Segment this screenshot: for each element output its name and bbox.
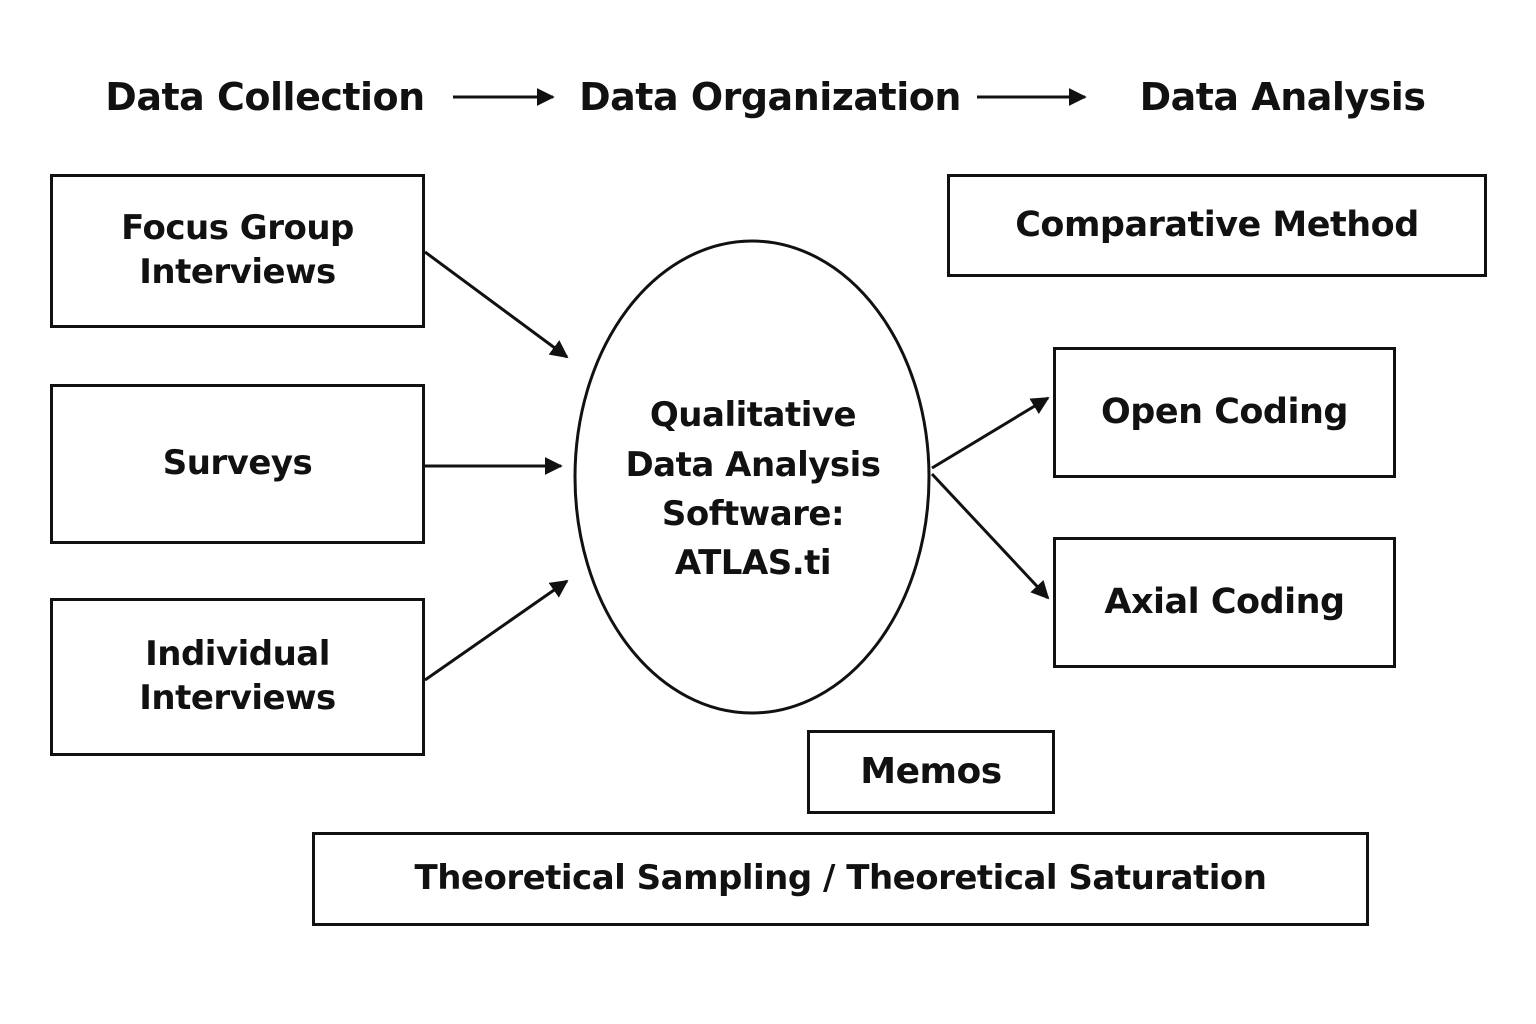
- open-coding-box: Open Coding: [1053, 347, 1396, 478]
- stage-data-organization: Data Organization: [579, 75, 961, 119]
- atlas-ti-label: Qualitative Data Analysis Software: ATLA…: [600, 390, 906, 590]
- arrow-software-to-axial-coding: [930, 472, 1050, 600]
- arrow-focus-group-to-software: [424, 250, 569, 359]
- focus-group-line-2: Interviews: [139, 252, 336, 292]
- focus-group-interviews-box: Focus Group Interviews: [50, 174, 425, 328]
- center-line-2: Data Analysis: [625, 444, 881, 485]
- comparative-method-box: Comparative Method: [947, 174, 1487, 277]
- center-line-4: ATLAS.ti: [674, 543, 832, 584]
- theoretical-sampling-box: Theoretical Sampling / Theoretical Satur…: [312, 832, 1369, 926]
- focus-group-line-1: Focus Group: [121, 208, 354, 249]
- stage-data-collection: Data Collection: [105, 75, 425, 119]
- center-line-3: Software:: [661, 494, 845, 534]
- axial-coding-box: Axial Coding: [1053, 537, 1396, 668]
- atlas-ti-ellipse: [573, 239, 931, 715]
- individual-line-2: Interviews: [139, 678, 336, 718]
- stage-data-analysis: Data Analysis: [1139, 75, 1426, 119]
- individual-interviews-box: Individual Interviews: [50, 598, 425, 756]
- arrow-software-to-open-coding: [931, 396, 1050, 470]
- individual-line-1: Individual: [145, 634, 330, 675]
- memos-box: Memos: [807, 730, 1055, 814]
- arrow-individual-to-software: [424, 579, 569, 682]
- center-line-1: Qualitative: [649, 395, 857, 436]
- surveys-box: Surveys: [50, 384, 425, 544]
